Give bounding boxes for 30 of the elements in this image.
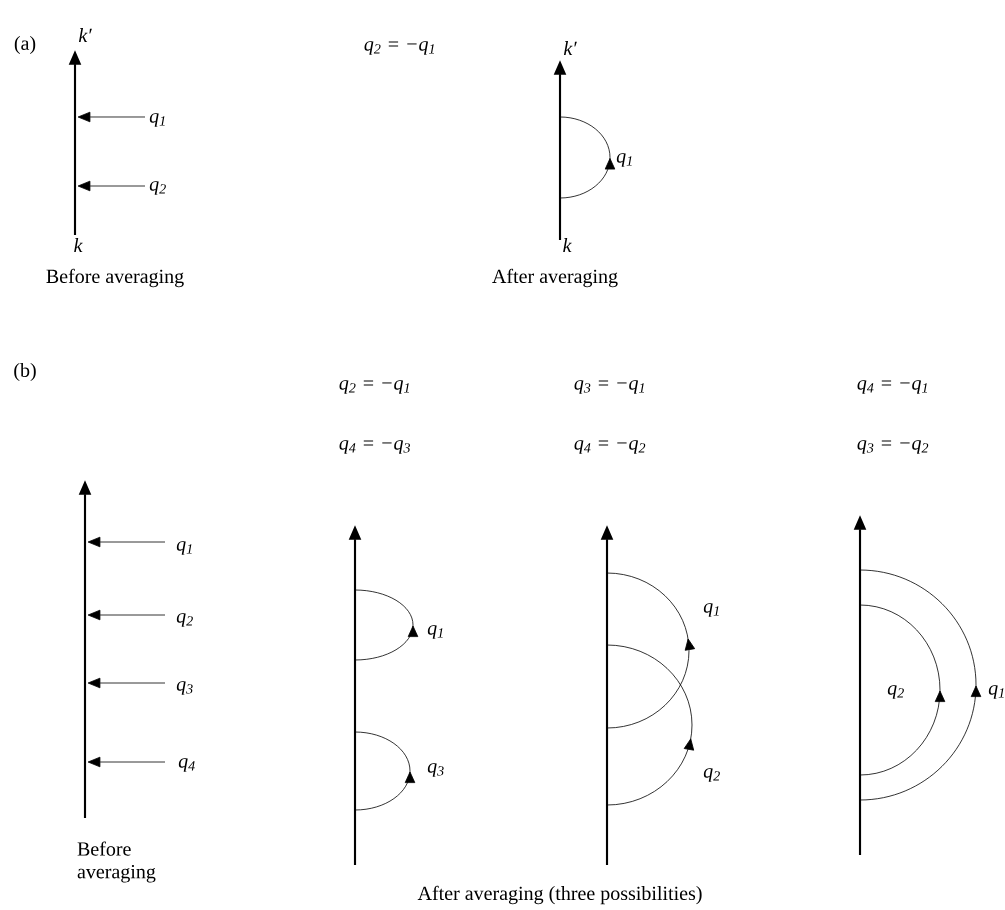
momentum-label: q$_{3}$ (176, 681, 193, 695)
equation: q$_{4}$ = −q$_{3}$ (339, 440, 410, 454)
momentum-label: q$_{1}$ (988, 685, 1004, 699)
caption: After averaging (492, 268, 618, 288)
equation: q$_{4}$ = −q$_{2}$ (574, 440, 646, 454)
caption: After averaging (three possibilities) (417, 885, 702, 905)
momentum-label: q$_{4}$ (178, 758, 195, 772)
momentum-label: q$_{2}$ (703, 768, 720, 782)
momentum-label: q$_{1}$ (176, 541, 192, 555)
momentum-label: q$_{1}$ (427, 625, 443, 639)
equation: q$_{3}$ = −q$_{2}$ (857, 440, 929, 454)
momentum-label: q$_{2}$ (176, 613, 193, 627)
momentum-label: q$_{2}$ (149, 181, 166, 195)
equation: q$_{2}$ = −q$_{1}$ (364, 41, 434, 55)
caption: Before averaging (77, 841, 156, 883)
momentum-label: q$_{1}$ (149, 113, 165, 127)
equation: q$_{4}$ = −q$_{1}$ (857, 380, 927, 394)
equation: q$_{2}$ = −q$_{1}$ (339, 380, 409, 394)
momentum-label: q$_{3}$ (427, 763, 444, 777)
equation: q$_{3}$ = −q$_{1}$ (574, 380, 644, 394)
momentum-label: k (74, 238, 83, 252)
panel-label: (b) (14, 362, 36, 382)
momentum-label: k′ (563, 41, 577, 55)
caption: Before averaging (46, 268, 184, 288)
momentum-label: q$_{2}$ (887, 685, 904, 699)
momentum-label: k (563, 238, 572, 252)
momentum-label: q$_{1}$ (703, 603, 719, 617)
momentum-label: q$_{1}$ (616, 153, 632, 167)
panel-label: (a) (14, 35, 36, 55)
momentum-label: k′ (78, 28, 92, 42)
